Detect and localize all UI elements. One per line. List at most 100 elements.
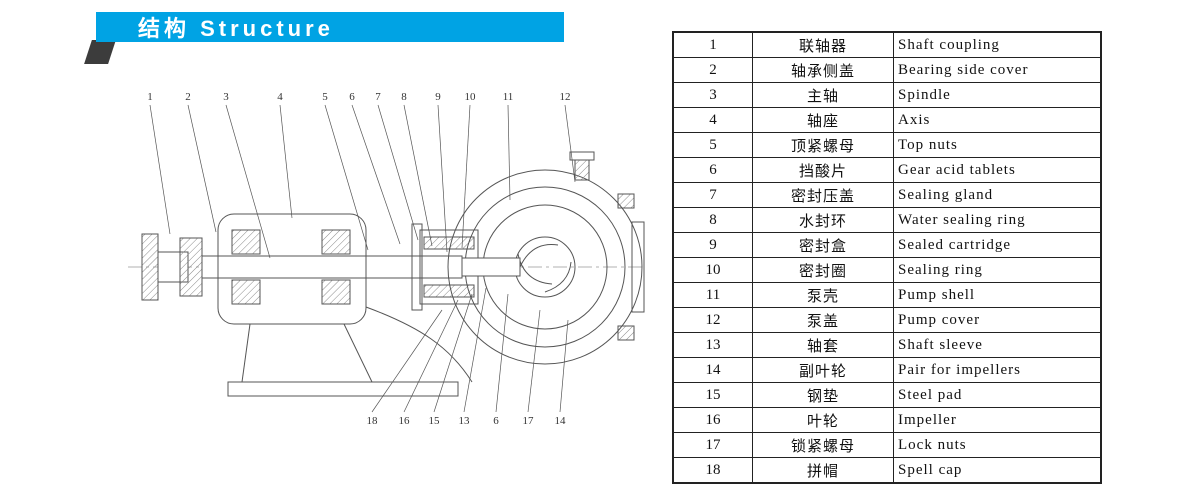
part-callout-number: 6 [349,91,355,103]
part-callout-number: 8 [401,91,407,103]
part-callout-number: 6 [493,415,499,427]
leader-line [463,287,487,413]
part-callout-number: 4 [277,91,283,103]
part-name-en-cell: Pump cover [893,307,1102,333]
part-callout-number: 18 [367,415,379,427]
banner-corner-accent [84,40,116,64]
part-name-en-cell: Pair for impellers [893,357,1102,383]
part-number-cell: 3 [672,82,753,108]
part-name-cn-cell: 叶轮 [752,407,894,433]
leader-line [527,309,541,413]
part-name-en-cell: Impeller [893,407,1102,433]
leader-line [433,293,473,413]
leader-line [437,104,448,253]
part-number-cell: 14 [672,357,753,383]
part-number-cell: 4 [672,107,753,133]
part-callout-number: 2 [185,91,191,103]
part-number-cell: 18 [672,457,753,484]
leader-line [564,104,576,183]
part-name-en-cell: Water sealing ring [893,207,1102,233]
part-name-cn-cell: 副叶轮 [752,357,894,383]
part-name-en-cell: Top nuts [893,132,1102,158]
leader-line [507,104,511,201]
part-name-en-cell: Shaft sleeve [893,332,1102,358]
leader-line [403,299,459,413]
part-callout-number: 7 [375,91,381,103]
leader-line [403,104,433,247]
part-callout-number: 16 [399,415,411,427]
leader-line [559,319,569,413]
leader-line [461,104,471,249]
part-name-en-cell: Pump shell [893,282,1102,308]
part-name-cn-cell: 联轴器 [752,31,894,58]
part-name-cn-cell: 主轴 [752,82,894,108]
part-name-en-cell: Bearing side cover [893,57,1102,83]
part-name-cn-cell: 顶紧螺母 [752,132,894,158]
part-name-en-cell: Gear acid tablets [893,157,1102,183]
part-name-cn-cell: 密封圈 [752,257,894,283]
part-number-cell: 13 [672,332,753,358]
part-number-cell: 6 [672,157,753,183]
part-name-cn-cell: 轴座 [752,107,894,133]
leader-line [279,104,293,219]
part-name-en-cell: Axis [893,107,1102,133]
part-number-cell: 9 [672,232,753,258]
part-name-cn-cell: 轴套 [752,332,894,358]
part-name-en-cell: Sealed cartridge [893,232,1102,258]
part-name-en-cell: Sealing ring [893,257,1102,283]
part-name-cn-cell: 水封环 [752,207,894,233]
part-name-en-cell: Shaft coupling [893,31,1102,58]
leader-line [351,104,401,245]
part-number-cell: 15 [672,382,753,408]
part-callout-number: 12 [560,91,571,103]
part-number-cell: 17 [672,432,753,458]
leader-line [324,104,369,251]
part-number-cell: 1 [672,31,753,58]
part-number-cell: 2 [672,57,753,83]
part-name-cn-cell: 锁紧螺母 [752,432,894,458]
drawing-lines [128,151,645,397]
part-callout-number: 15 [429,415,441,427]
part-name-cn-cell: 密封压盖 [752,182,894,208]
part-callout-number: 17 [523,415,535,427]
part-number-cell: 10 [672,257,753,283]
part-number-cell: 11 [672,282,753,308]
part-name-cn-cell: 拼帽 [752,457,894,484]
part-callout-number: 14 [555,415,567,427]
part-number-cell: 16 [672,407,753,433]
part-name-en-cell: Steel pad [893,382,1102,408]
leader-line [495,293,509,413]
part-number-cell: 5 [672,132,753,158]
section-header: 结构 Structure [96,12,564,42]
part-name-en-cell: Sealing gland [893,182,1102,208]
part-name-cn-cell: 轴承侧盖 [752,57,894,83]
part-callout-number: 10 [465,91,477,103]
part-name-cn-cell: 泵壳 [752,282,894,308]
part-name-en-cell: Spell cap [893,457,1102,484]
section-title: 结构 Structure [138,16,334,41]
leader-line [149,104,171,235]
part-callout-number: 1 [147,91,153,103]
leader-line [225,104,271,259]
part-number-cell: 7 [672,182,753,208]
